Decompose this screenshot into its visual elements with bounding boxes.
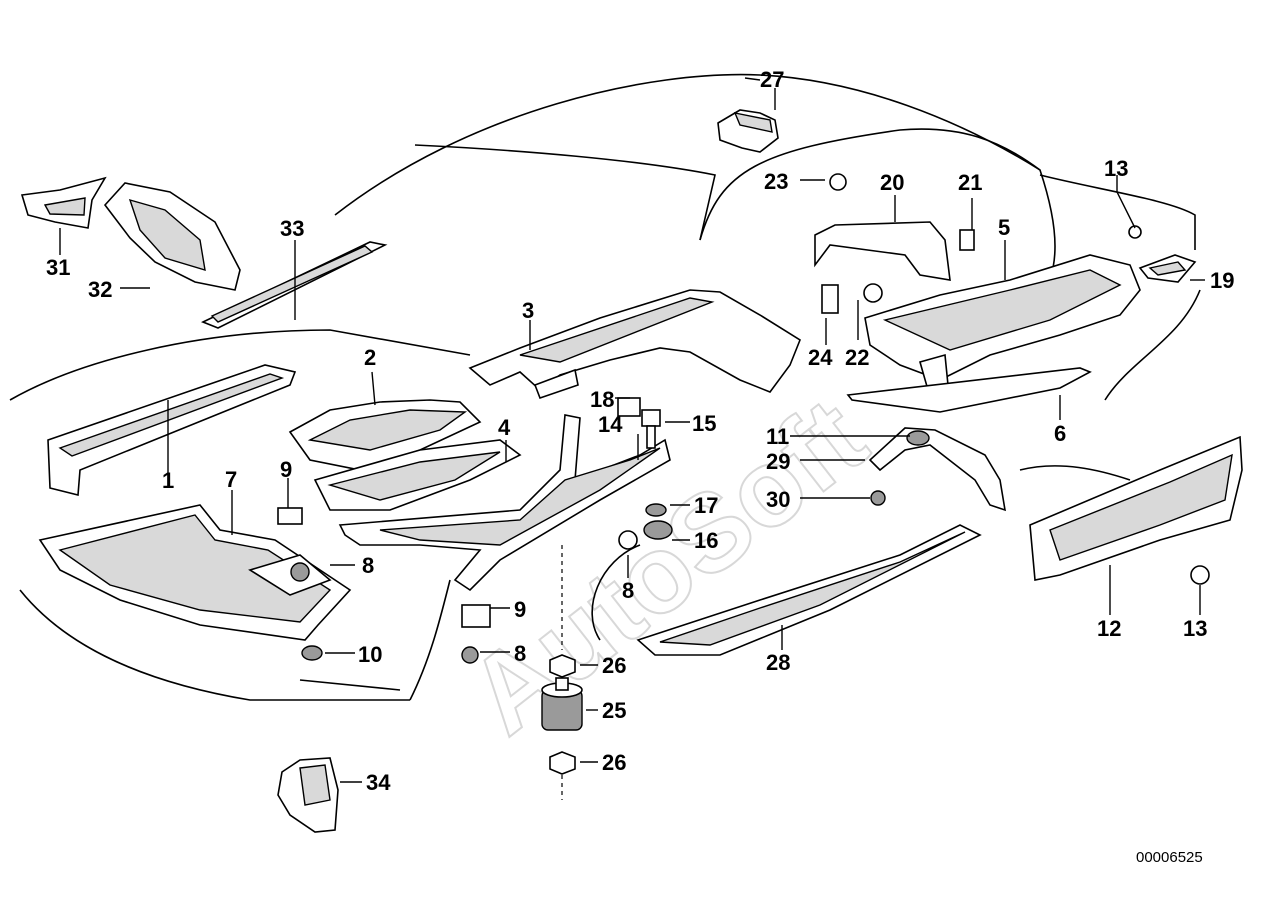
part-12-side-shield bbox=[1029, 435, 1243, 581]
part-28-sill bbox=[636, 524, 982, 656]
callout-18: 18 bbox=[590, 387, 614, 412]
callout-26a: 26 bbox=[602, 653, 626, 678]
callout-22: 22 bbox=[845, 345, 869, 370]
callout-27: 27 bbox=[760, 67, 784, 92]
callout-34: 34 bbox=[366, 770, 391, 795]
callout-28: 28 bbox=[766, 650, 790, 675]
callout-8a: 8 bbox=[362, 553, 374, 578]
part-2-tunnel-cover bbox=[288, 399, 482, 471]
part-3-rail bbox=[468, 289, 801, 400]
callout-14: 14 bbox=[598, 412, 623, 437]
part-7-underbody-panel bbox=[38, 504, 352, 641]
callout-16: 16 bbox=[694, 528, 718, 553]
callout-13a: 13 bbox=[1104, 156, 1128, 181]
part-29-bracket bbox=[868, 427, 1007, 512]
part-31-bracket bbox=[20, 176, 107, 229]
callout-9b: 9 bbox=[514, 597, 526, 622]
callout-33: 33 bbox=[280, 216, 304, 241]
callout-8c: 8 bbox=[622, 578, 634, 603]
callout-11: 11 bbox=[766, 424, 789, 449]
callout-23: 23 bbox=[764, 169, 788, 194]
callout-20: 20 bbox=[880, 170, 904, 195]
callout-32: 32 bbox=[88, 277, 112, 302]
callout-30: 30 bbox=[766, 487, 790, 512]
callout-7: 7 bbox=[225, 467, 237, 492]
callout-29: 29 bbox=[766, 449, 790, 474]
diagram-code: 00006525 bbox=[1136, 849, 1203, 866]
part-32-heat-shield bbox=[103, 182, 241, 291]
callout-12: 12 bbox=[1097, 616, 1121, 641]
callout-21: 21 bbox=[958, 170, 982, 195]
callout-24: 24 bbox=[808, 345, 833, 370]
callout-31: 31 bbox=[46, 255, 70, 280]
part-33-strip bbox=[201, 241, 388, 329]
part-4-tunnel bbox=[313, 439, 522, 511]
callout-3: 3 bbox=[522, 298, 534, 323]
part-27-bracket bbox=[717, 109, 779, 153]
callout-15: 15 bbox=[692, 411, 716, 436]
part-19-clip bbox=[1138, 254, 1197, 283]
callout-labels: 27 31 32 33 1 7 2 3 4 9 8 9 8 10 18 14 1… bbox=[46, 67, 1234, 795]
part-20-plate bbox=[814, 221, 951, 281]
callout-10: 10 bbox=[358, 642, 382, 667]
part-6-plate bbox=[846, 367, 1092, 413]
part-1-shield bbox=[47, 364, 297, 497]
callout-19: 19 bbox=[1210, 268, 1234, 293]
fasteners bbox=[277, 173, 1210, 664]
callout-25: 25 bbox=[602, 698, 626, 723]
callout-13b: 13 bbox=[1183, 616, 1207, 641]
part-34-clip bbox=[277, 757, 339, 833]
callout-2: 2 bbox=[364, 345, 376, 370]
callout-6: 6 bbox=[1054, 421, 1066, 446]
callout-9a: 9 bbox=[280, 457, 292, 482]
leader-lines bbox=[59, 77, 1205, 783]
callout-8b: 8 bbox=[514, 641, 526, 666]
callout-1: 1 bbox=[162, 468, 174, 493]
callout-4: 4 bbox=[498, 415, 511, 440]
callout-5: 5 bbox=[998, 215, 1010, 240]
part-14-crossmember bbox=[338, 414, 671, 592]
watermark: AutoSoft bbox=[446, 375, 888, 758]
car-body-outline bbox=[9, 73, 1201, 701]
part-25-mount bbox=[541, 545, 583, 800]
callout-17: 17 bbox=[694, 493, 718, 518]
callout-26b: 26 bbox=[602, 750, 626, 775]
part-5-shield bbox=[864, 254, 1141, 391]
